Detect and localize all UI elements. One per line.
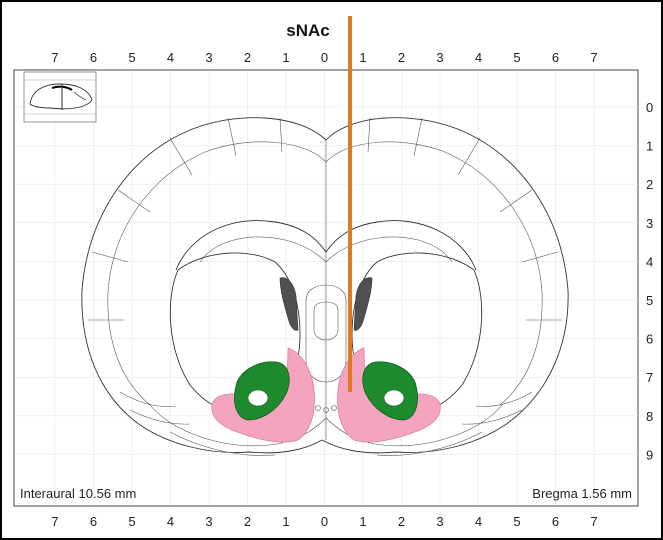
bottom-axis-tick-label: 2 — [398, 514, 405, 529]
top-axis-tick-label: 3 — [205, 50, 212, 65]
right-axis-tick-label: 7 — [646, 370, 653, 385]
top-axis-tick-label: 6 — [552, 50, 559, 65]
bottom-axis: 7 6 5 4 3 2 1 0 1 2 3 4 5 6 7 — [51, 514, 597, 529]
top-axis-tick-label: 1 — [282, 50, 289, 65]
bottom-axis-tick-label: 1 — [359, 514, 366, 529]
interaural-label: Interaural 10.56 mm — [20, 486, 136, 501]
top-axis-tick-label: 2 — [244, 50, 251, 65]
top-axis: 7 6 5 4 3 2 1 0 1 2 3 4 5 6 7 — [51, 50, 597, 65]
top-axis-tick-label: 1 — [359, 50, 366, 65]
right-axis-tick-label: 4 — [646, 254, 653, 269]
right-axis-tick-label: 2 — [646, 177, 653, 192]
bottom-axis-tick-label: 6 — [552, 514, 559, 529]
top-axis-tick-label: 7 — [51, 50, 58, 65]
top-axis-tick-label: 3 — [436, 50, 443, 65]
bottom-axis-tick-label: 3 — [205, 514, 212, 529]
right-axis-tick-label: 9 — [646, 447, 653, 462]
bottom-axis-tick-label: 7 — [51, 514, 58, 529]
right-anterior-commissure — [384, 390, 404, 406]
bottom-axis-tick-label: 3 — [436, 514, 443, 529]
bregma-label: Bregma 1.56 mm — [532, 486, 632, 501]
bottom-axis-tick-label: 4 — [475, 514, 482, 529]
right-axis-tick-label: 8 — [646, 409, 653, 424]
top-axis-tick-label: 6 — [90, 50, 97, 65]
top-axis-tick-label: 7 — [590, 50, 597, 65]
probe-title: sNAc — [286, 21, 329, 40]
top-axis-tick-label: 5 — [513, 50, 520, 65]
top-axis-tick-label: 0 — [321, 50, 328, 65]
bottom-axis-tick-label: 0 — [321, 514, 328, 529]
right-axis-tick-label: 5 — [646, 293, 653, 308]
left-anterior-commissure — [248, 390, 268, 406]
top-axis-tick-label: 2 — [398, 50, 405, 65]
bottom-axis-tick-label: 2 — [244, 514, 251, 529]
bottom-axis-tick-label: 5 — [513, 514, 520, 529]
top-axis-tick-label: 4 — [475, 50, 482, 65]
top-axis-tick-label: 4 — [167, 50, 174, 65]
inset-thumbnail — [24, 72, 96, 122]
bottom-axis-tick-label: 4 — [167, 514, 174, 529]
bottom-axis-tick-label: 5 — [128, 514, 135, 529]
top-axis-tick-label: 5 — [128, 50, 135, 65]
right-axis-tick-label: 3 — [646, 216, 653, 231]
bottom-axis-tick-label: 1 — [282, 514, 289, 529]
right-axis-tick-label: 6 — [646, 332, 653, 347]
bottom-axis-tick-label: 6 — [90, 514, 97, 529]
right-axis-tick-label: 1 — [646, 139, 653, 154]
bottom-axis-tick-label: 7 — [590, 514, 597, 529]
right-axis-tick-label: 0 — [646, 100, 653, 115]
